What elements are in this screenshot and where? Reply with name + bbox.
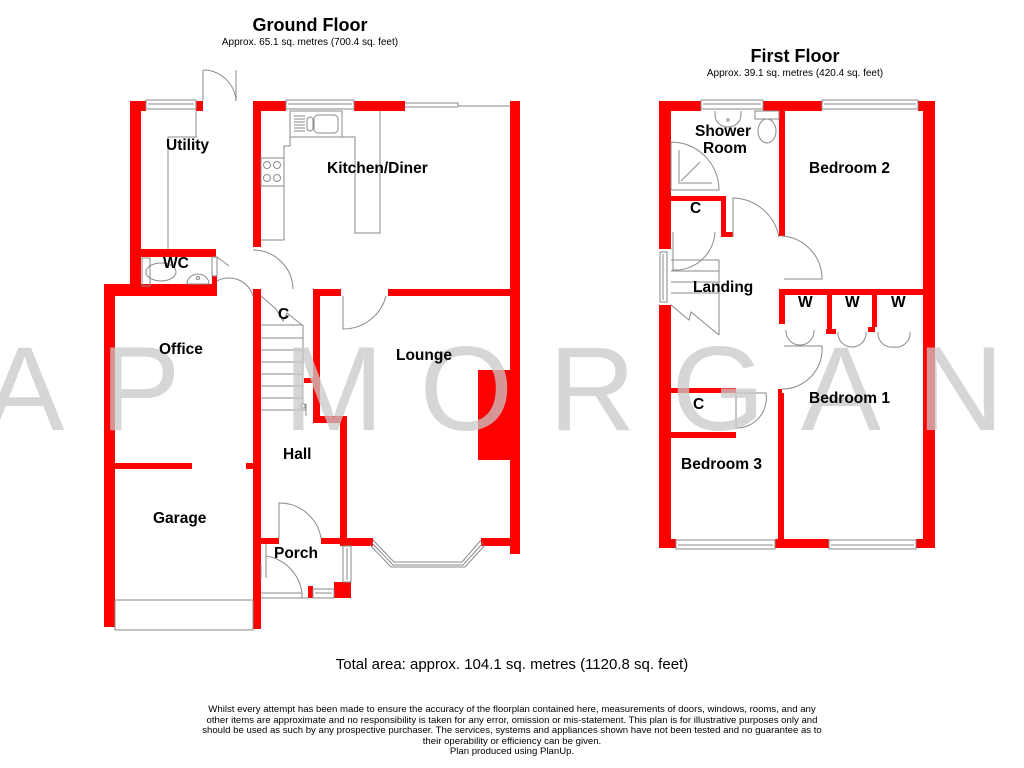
window-utility	[145, 99, 197, 110]
room-label-bedroom-1: Bedroom 1	[809, 390, 890, 407]
room-label-garage: Garage	[153, 510, 207, 527]
room-label-cupboard-top: C	[690, 200, 702, 217]
first-floor-title: First Floor	[750, 46, 840, 66]
disclaimer: Whilst every attempt has been made to en…	[185, 704, 839, 758]
garage-door	[114, 599, 254, 631]
room-label-shower-room-line2: Room	[703, 140, 747, 157]
room-label-utility: Utility	[166, 137, 210, 154]
ground-floor-fixtures	[114, 69, 510, 631]
room-label-bedroom-3: Bedroom 3	[681, 456, 762, 473]
room-label-porch: Porch	[274, 545, 318, 562]
bay-window	[369, 539, 486, 568]
room-label-office: Office	[159, 341, 203, 358]
disclaimer-line-3: should be used as such by any prospectiv…	[202, 725, 822, 737]
patio-door	[405, 102, 510, 107]
room-label-cupboard-bottom: C	[693, 396, 705, 413]
ground-floor-plan	[104, 69, 520, 631]
disclaimer-line-5: Plan produced using PlanUp.	[449, 746, 575, 758]
room-label-wc: WC	[163, 255, 189, 272]
staircase-ground	[260, 295, 307, 416]
hob	[260, 157, 285, 187]
room-label-hall: Hall	[283, 446, 312, 463]
room-label-bedroom-2: Bedroom 2	[809, 160, 890, 177]
room-label-wardrobe-3: W	[891, 294, 906, 311]
room-label-lounge: Lounge	[396, 347, 452, 364]
room-label-landing: Landing	[693, 279, 754, 296]
back-door	[202, 69, 237, 102]
room-label-kitchen-diner: Kitchen/Diner	[327, 160, 428, 177]
room-label-wardrobe-1: W	[798, 294, 813, 311]
disclaimer-line-2: other items are approximate and no respo…	[206, 714, 818, 726]
ground-floor-title: Ground Floor	[252, 15, 368, 35]
first-floor-fixtures	[659, 99, 919, 550]
first-floor-walls	[659, 101, 935, 548]
staircase-first	[670, 259, 720, 336]
room-label-cupboard: C	[278, 306, 290, 323]
window-kitchen	[285, 99, 355, 110]
ground-floor-area: Approx. 65.1 sq. metres (700.4 sq. feet)	[221, 37, 399, 48]
kitchen-sink	[289, 110, 343, 138]
first-floor-plan	[659, 99, 935, 550]
disclaimer-line-4: their operability or efficiency can be g…	[422, 735, 602, 747]
total-area: Total area: approx. 104.1 sq. metres (11…	[335, 656, 689, 673]
room-label-wardrobe-2: W	[845, 294, 860, 311]
first-floor-area: Approx. 39.1 sq. metres (420.4 sq. feet)	[706, 68, 884, 79]
ground-floor-walls	[104, 101, 520, 629]
room-label-shower-room-line1: Shower	[695, 123, 751, 140]
disclaimer-line-1: Whilst every attempt has been made to en…	[208, 704, 816, 715]
